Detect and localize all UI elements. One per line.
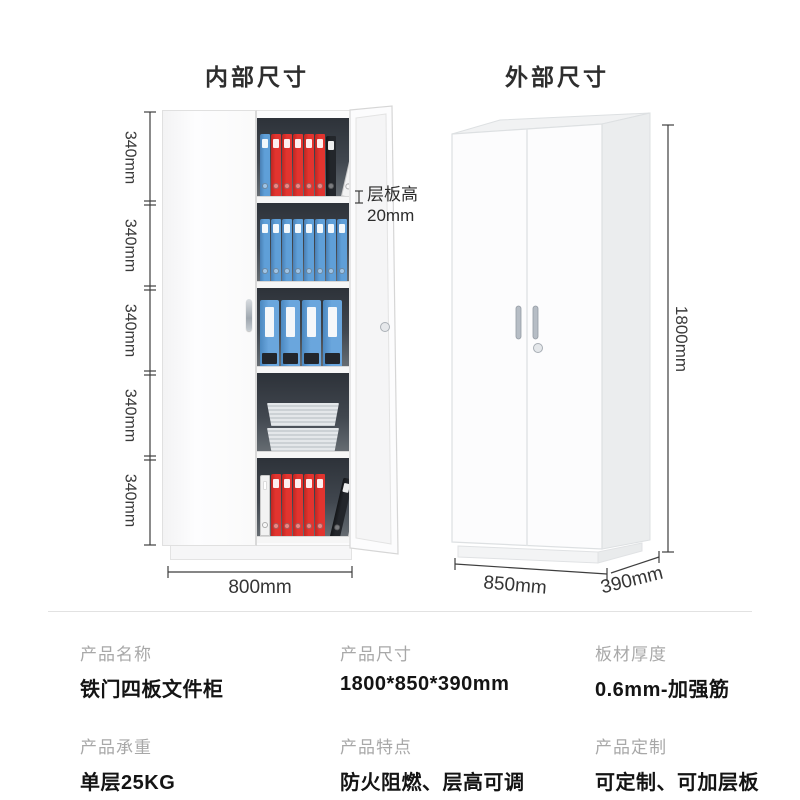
shelf-height-label: 340mm: [121, 218, 139, 273]
spec-load-capacity: 产品承重 单层25KG: [80, 738, 176, 794]
red-binder: [293, 134, 303, 196]
shelf-contents: [260, 300, 348, 366]
shelf-compartment: [257, 203, 349, 288]
blue-binder: [293, 219, 303, 281]
right-door-handle: [532, 305, 539, 340]
blue-binder: [304, 219, 314, 281]
white-binder: [260, 475, 270, 536]
blue-file-box: [302, 300, 321, 366]
section-divider: [48, 611, 752, 612]
door-lock-icon: [533, 343, 543, 353]
red-binder: [315, 474, 325, 536]
blue-binder: [260, 219, 270, 281]
shelf-board-note: 层板高 20mm: [367, 184, 418, 226]
cabinet-shelves: [257, 118, 349, 543]
blue-binder: [260, 134, 270, 196]
blue-file-box: [323, 300, 342, 366]
shelf-board: [257, 366, 349, 373]
internal-dimensions-title: 内部尺寸: [205, 64, 309, 90]
external-width-label: 850mm: [482, 572, 548, 599]
red-binder: [271, 474, 281, 536]
shelf-height-label: 340mm: [121, 303, 139, 358]
left-door-handle: [246, 299, 252, 331]
open-cabinet-base: [170, 546, 352, 560]
shelf-board: [257, 536, 349, 543]
closed-cabinet: [451, 112, 651, 564]
shelf-compartment: [257, 458, 349, 543]
external-dimensions-title: 外部尺寸: [505, 64, 609, 90]
spec-product-name: 产品名称 铁门四板文件柜: [80, 645, 224, 701]
blue-binder: [315, 219, 325, 281]
blue-binder: [271, 219, 281, 281]
internal-width-label: 800mm: [228, 577, 292, 598]
black-binder: [326, 136, 336, 196]
shelf-compartment: [257, 288, 349, 373]
shelf-note-line1: 层板高: [367, 185, 418, 204]
spec-customization: 产品定制 可定制、可加层板: [595, 738, 759, 794]
shelf-contents: [260, 474, 349, 539]
left-door-handle: [515, 305, 522, 340]
shelf-height-label: 340mm: [121, 473, 139, 528]
spec-product-size: 产品尺寸 1800*850*390mm: [340, 645, 510, 695]
shelf-contents: [260, 134, 349, 199]
door-lock-icon: [380, 322, 390, 332]
blue-file-box: [260, 300, 279, 366]
blue-file-box: [281, 300, 300, 366]
blue-binder: [282, 219, 292, 281]
shelf-board: [257, 281, 349, 288]
blue-binder: [337, 219, 347, 281]
shelf-board: [257, 196, 349, 203]
red-binder: [304, 134, 314, 196]
spec-board-thickness: 板材厚度 0.6mm-加强筋: [595, 645, 730, 701]
shelf-contents: [260, 219, 348, 281]
shelf-contents: [265, 403, 341, 451]
spec-grid: 产品名称 铁门四板文件柜 产品尺寸 1800*850*390mm 板材厚度 0.…: [80, 640, 760, 795]
wire-basket: [267, 403, 339, 426]
shelf-height-label: 340mm: [121, 388, 139, 443]
red-binder: [271, 134, 281, 196]
shelf-compartment: [257, 373, 349, 458]
red-binder: [315, 134, 325, 196]
external-height-label: 1800mm: [672, 305, 691, 373]
red-binder: [293, 474, 303, 536]
shelf-board: [257, 451, 349, 458]
shelf-height-label: 340mm: [121, 130, 139, 185]
red-binder: [282, 474, 292, 536]
closed-left-door: [162, 110, 257, 546]
red-binder: [304, 474, 314, 536]
shelf-note-line2: 20mm: [367, 206, 415, 225]
blue-binder: [326, 219, 336, 281]
open-right-door: [349, 105, 399, 555]
red-binder: [282, 134, 292, 196]
shelf-compartment: [257, 118, 349, 203]
wire-basket: [267, 428, 339, 451]
spec-features: 产品特点 防火阻燃、层高可调: [340, 738, 525, 794]
